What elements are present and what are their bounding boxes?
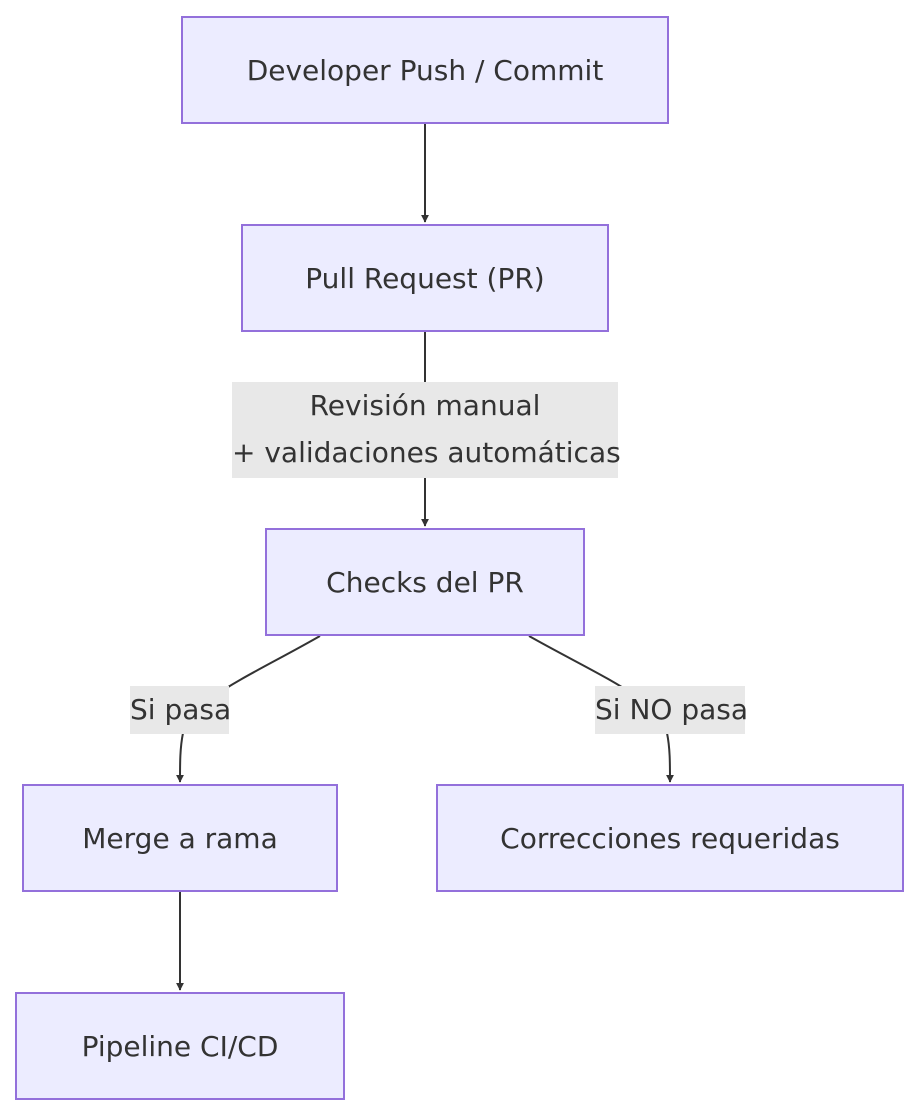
edge-label-review: Revisión manual + validaciones automátic… — [232, 382, 621, 478]
node-pipeline-label: Pipeline CI/CD — [81, 1029, 279, 1063]
edge-label-pass: Si pasa — [130, 686, 232, 734]
node-checks: Checks del PR — [265, 528, 585, 636]
node-corrections: Correcciones requeridas — [436, 784, 904, 892]
edge-label-review-line2: + validaciones automáticas — [232, 436, 621, 469]
node-pull-request: Pull Request (PR) — [241, 224, 609, 332]
edge-label-fail-text: Si NO pasa — [595, 693, 749, 726]
edge-label-fail: Si NO pasa — [595, 686, 749, 734]
node-pipeline: Pipeline CI/CD — [15, 992, 345, 1100]
node-developer-push: Developer Push / Commit — [181, 16, 669, 124]
node-developer-push-label: Developer Push / Commit — [246, 53, 604, 87]
edge-label-pass-text: Si pasa — [130, 693, 232, 726]
node-merge-label: Merge a rama — [82, 821, 278, 855]
edge-label-review-line1: Revisión manual — [309, 389, 541, 422]
node-merge: Merge a rama — [22, 784, 338, 892]
node-checks-label: Checks del PR — [326, 565, 524, 599]
node-corrections-label: Correcciones requeridas — [500, 821, 840, 855]
node-pull-request-label: Pull Request (PR) — [305, 261, 545, 295]
